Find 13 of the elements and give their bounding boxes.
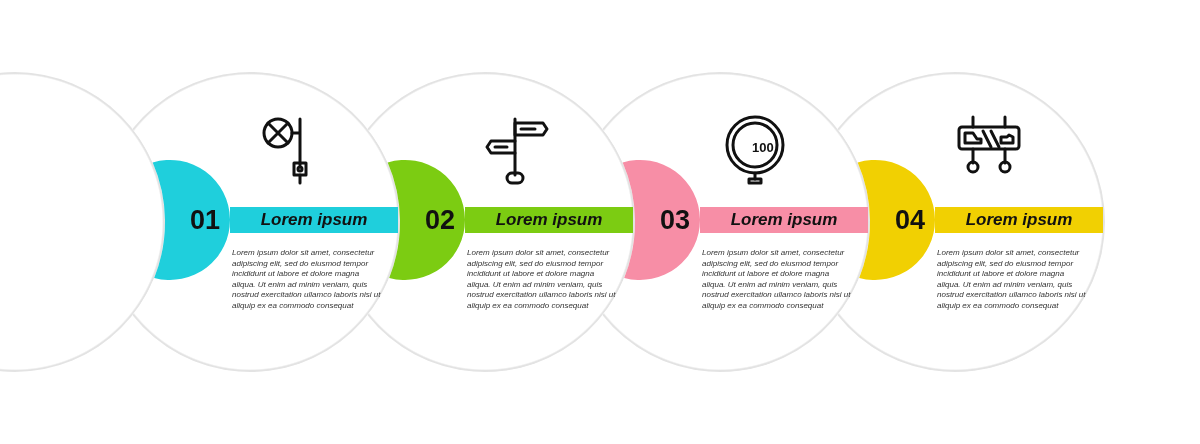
description-text: Lorem ipsum dolor sit amet, consectetur adipiscing elit, sed do eiusmod tempor incididunt ut labore et dolore magna aliqua. Ut enim ad minim veniam, quis nostrud exercitation ullamco laboris nisi ut aliquip ex ea commodo consequat xyxy=(937,248,1087,311)
title-band: Lorem ipsum xyxy=(935,207,1103,233)
sign-number: 100 xyxy=(752,140,774,155)
title-band: Lorem ipsum xyxy=(700,207,868,233)
step-number: 04 xyxy=(894,204,925,236)
description-text: Lorem ipsum dolor sit amet, consectetur adipiscing elit, sed do eiusmod tempor incididunt ut labore et dolore magna aliqua. Ut enim ad minim veniam, quis nostrud exercitation ullamco laboris nisi ut aliquip ex ea commodo consequat xyxy=(467,248,617,311)
description-text: Lorem ipsum dolor sit amet, consectetur adipiscing elit, sed do eiusmod tempor incididunt ut labore et dolore magna aliqua. Ut enim ad minim veniam, quis nostrud exercitation ullamco laboris nisi ut aliquip ex ea commodo consequat xyxy=(232,248,382,311)
title-band: Lorem ipsum xyxy=(230,207,398,233)
step-number: 03 xyxy=(659,204,690,236)
step-number: 02 xyxy=(424,204,455,236)
step-number: 01 xyxy=(189,204,220,236)
description-text: Lorem ipsum dolor sit amet, consectetur adipiscing elit, sed do eiusmod tempor incididunt ut labore et dolore magna aliqua. Ut enim ad minim veniam, quis nostrud exercitation ullamco laboris nisi ut aliquip ex ea commodo consequat xyxy=(702,248,852,311)
title-band: Lorem ipsum xyxy=(465,207,633,233)
